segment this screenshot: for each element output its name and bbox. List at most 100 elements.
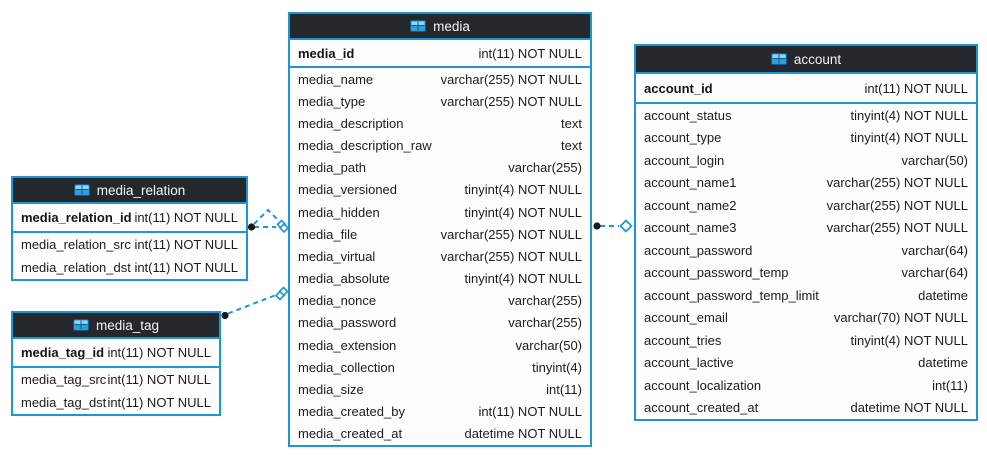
table-header-media_relation[interactable]: media_relation — [13, 178, 246, 204]
field-type: varchar(255) NOT NULL — [440, 71, 582, 87]
table-header-media_tag[interactable]: media_tag — [13, 313, 219, 339]
field-row[interactable]: media_created_by int(11) NOT NULL — [290, 401, 590, 423]
field-type: tinyint(4) NOT NULL — [850, 130, 968, 146]
field-name: account_password_temp_limit — [644, 287, 819, 303]
field-type: datetime — [918, 355, 968, 371]
field-row[interactable]: media_password varchar(255) — [290, 312, 590, 334]
primary-key-row[interactable]: media_relation_id int(11) NOT NULL — [13, 204, 246, 233]
field-name: media_type — [298, 93, 366, 109]
field-name: media_extension — [298, 337, 397, 353]
field-type: int(11) NOT NULL — [478, 404, 582, 420]
field-type: int(11) NOT NULL — [478, 45, 582, 61]
connector-endpoint-diamond — [274, 290, 286, 301]
table-icon — [410, 20, 427, 32]
field-name: media_name — [298, 71, 374, 87]
field-name: account_name3 — [644, 220, 737, 236]
field-type: varchar(64) — [901, 242, 968, 258]
field-row[interactable]: media_type varchar(255) NOT NULL — [290, 90, 590, 112]
field-name: media_created_by — [298, 404, 405, 420]
field-name: media_virtual — [298, 248, 376, 264]
connector-endpoint-diamond — [619, 219, 633, 233]
field-name: media_collection — [298, 359, 395, 375]
field-row[interactable]: account_password_temp_limit datetime — [636, 284, 976, 307]
field-name: account_lactive — [644, 355, 734, 371]
table-account[interactable]: account account_id int(11) NOT NULL acco… — [634, 44, 978, 421]
field-name: account_login — [644, 152, 725, 168]
table-icon — [770, 53, 787, 65]
field-type: tinyint(4) NOT NULL — [464, 271, 582, 287]
field-name: account_localization — [644, 377, 762, 393]
field-type: varchar(255) NOT NULL — [440, 248, 582, 264]
field-name: media_password — [298, 315, 397, 331]
connector-endpoint-dot — [247, 223, 256, 231]
field-type: int(11) — [546, 381, 582, 397]
table-title: account — [793, 51, 842, 67]
field-name: account_password — [644, 242, 753, 258]
field-type: datetime — [918, 287, 968, 303]
field-name: media_versioned — [298, 182, 398, 198]
field-row[interactable]: media_name varchar(255) NOT NULL — [290, 68, 590, 90]
table-icon — [72, 319, 89, 331]
field-name: account_password_temp — [644, 265, 789, 281]
field-type: text — [561, 115, 582, 131]
field-row[interactable]: account_lactive datetime — [636, 352, 976, 375]
field-row[interactable]: media_description text — [290, 112, 590, 134]
primary-key-row[interactable]: account_id int(11) NOT NULL — [636, 74, 976, 104]
field-type: varchar(255) NOT NULL — [440, 93, 582, 109]
table-media_tag[interactable]: media_tag media_tag_id int(11) NOT NULL … — [11, 311, 221, 416]
field-name: media_created_at — [298, 426, 403, 442]
field-name: media_description — [298, 115, 404, 131]
field-type: datetime NOT NULL — [850, 400, 968, 416]
field-row[interactable]: media_collection tinyint(4) — [290, 356, 590, 378]
field-row[interactable]: account_password varchar(64) — [636, 239, 976, 262]
field-name: media_relation_dst — [21, 260, 131, 275]
connector-endpoint-dot — [593, 222, 601, 230]
field-type: tinyint(4) — [532, 359, 582, 375]
field-type: varchar(255) NOT NULL — [440, 226, 582, 242]
primary-key-row[interactable]: media_id int(11) NOT NULL — [290, 40, 590, 68]
table-media_relation[interactable]: media_relation media_relation_id int(11)… — [11, 176, 248, 281]
field-type: varchar(255) NOT NULL — [826, 175, 968, 191]
field-type: varchar(255) — [508, 160, 582, 176]
field-type: int(11) NOT NULL — [134, 210, 238, 225]
table-header-account[interactable]: account — [636, 46, 976, 74]
field-type: int(11) NOT NULL — [107, 345, 211, 360]
primary-key-row[interactable]: media_tag_id int(11) NOT NULL — [13, 339, 219, 368]
field-type: varchar(255) — [508, 315, 582, 331]
field-name: media_tag_src — [21, 372, 107, 387]
table-header-media[interactable]: media — [290, 14, 590, 40]
field-name: media_id — [298, 45, 355, 61]
field-row[interactable]: media_virtual varchar(255) NOT NULL — [290, 245, 590, 267]
table-media[interactable]: media media_id int(11) NOT NULL media_na… — [288, 12, 592, 447]
